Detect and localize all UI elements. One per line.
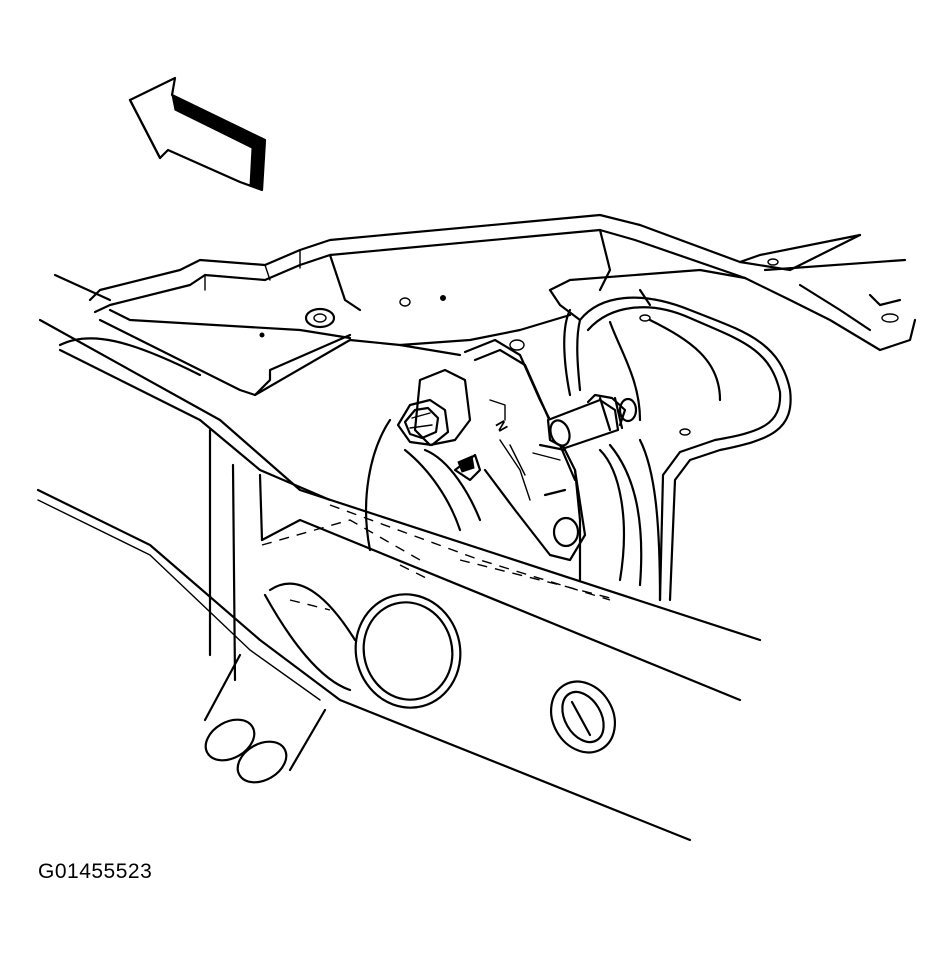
link-bolt-right	[546, 393, 638, 450]
crossmember	[88, 213, 862, 397]
frame-rail	[36, 273, 762, 842]
hidden-lines	[289, 559, 611, 611]
mount-bolt	[364, 368, 482, 552]
rail-round-hole	[354, 593, 462, 709]
rail-slot-hole	[550, 680, 616, 754]
lower-cross-tube	[203, 582, 357, 784]
forward-arrow-icon	[128, 76, 267, 192]
right-frame-member	[548, 233, 917, 602]
figure-id-label: G01455523	[38, 860, 153, 883]
bracket-marking: N	[492, 418, 511, 435]
